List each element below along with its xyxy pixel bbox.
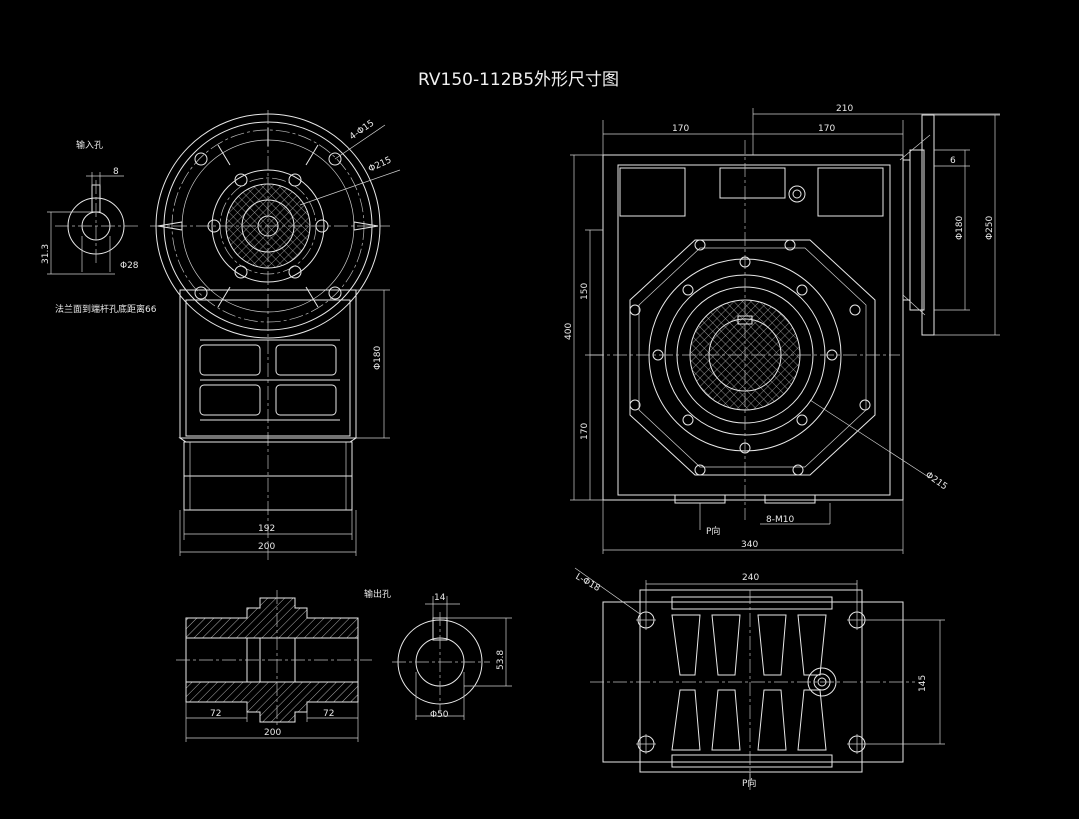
dim-phi180-left: Φ180 [373, 345, 383, 370]
dim-8-m10: 8-M10 [766, 515, 794, 525]
dim-phi50: Φ50 [430, 710, 449, 720]
dim-4-phi15: 4-Φ15 [348, 118, 376, 142]
dim-340: 340 [741, 540, 758, 550]
input-hole-label: 输入孔 [76, 139, 103, 151]
front-view: 170 170 210 6 Φ180 Φ250 400 150 170 Φ215… [564, 104, 1000, 554]
dim-240: 240 [742, 573, 759, 583]
dim-72-right: 72 [323, 709, 334, 719]
dim-400: 400 [564, 323, 574, 340]
output-section-view: 输出孔 72 72 200 [176, 588, 391, 742]
dim-6: 6 [950, 156, 956, 166]
dim-200-bottom: 200 [264, 728, 281, 738]
dim-phi180-right: Φ180 [955, 215, 965, 240]
flange-note: 法兰面到端杆孔底距离66 [55, 303, 157, 315]
dim-210: 210 [836, 104, 853, 114]
dim-200-left: 200 [258, 542, 275, 552]
bottom-view: 240 L-Φ18 145 P向 [574, 567, 945, 790]
input-hole-view: 输入孔 8 31.3 Φ28 法兰面到端杆孔底距离66 [41, 139, 157, 315]
p-view-label-top: P向 [706, 525, 720, 537]
dim-72-left: 72 [210, 709, 221, 719]
drawing-title: RV150-112B5外形尺寸图 [418, 70, 619, 90]
dim-53-8: 53.8 [496, 650, 506, 670]
output-hole-view: 14 53.8 Φ50 [392, 593, 512, 720]
dim-8: 8 [113, 167, 119, 177]
dim-170-left: 170 [580, 423, 590, 440]
dim-170-top-right: 170 [818, 124, 835, 134]
dim-l-phi18: L-Φ18 [574, 572, 602, 594]
dim-phi215-left: Φ215 [367, 155, 393, 174]
dim-14: 14 [434, 593, 446, 603]
dim-31-3: 31.3 [41, 244, 51, 264]
output-hole-label: 输出孔 [364, 588, 391, 600]
dim-192: 192 [258, 524, 275, 534]
dim-phi215-right: Φ215 [923, 470, 949, 492]
dim-phi250: Φ250 [985, 215, 995, 240]
dim-170-top-left: 170 [672, 124, 689, 134]
dim-145: 145 [918, 675, 928, 692]
dim-phi28: Φ28 [120, 261, 139, 271]
left-side-view: 4-Φ15 Φ215 Φ180 192 200 [150, 110, 401, 560]
dim-150: 150 [580, 283, 590, 300]
p-view-label-bottom: P向 [742, 777, 756, 789]
